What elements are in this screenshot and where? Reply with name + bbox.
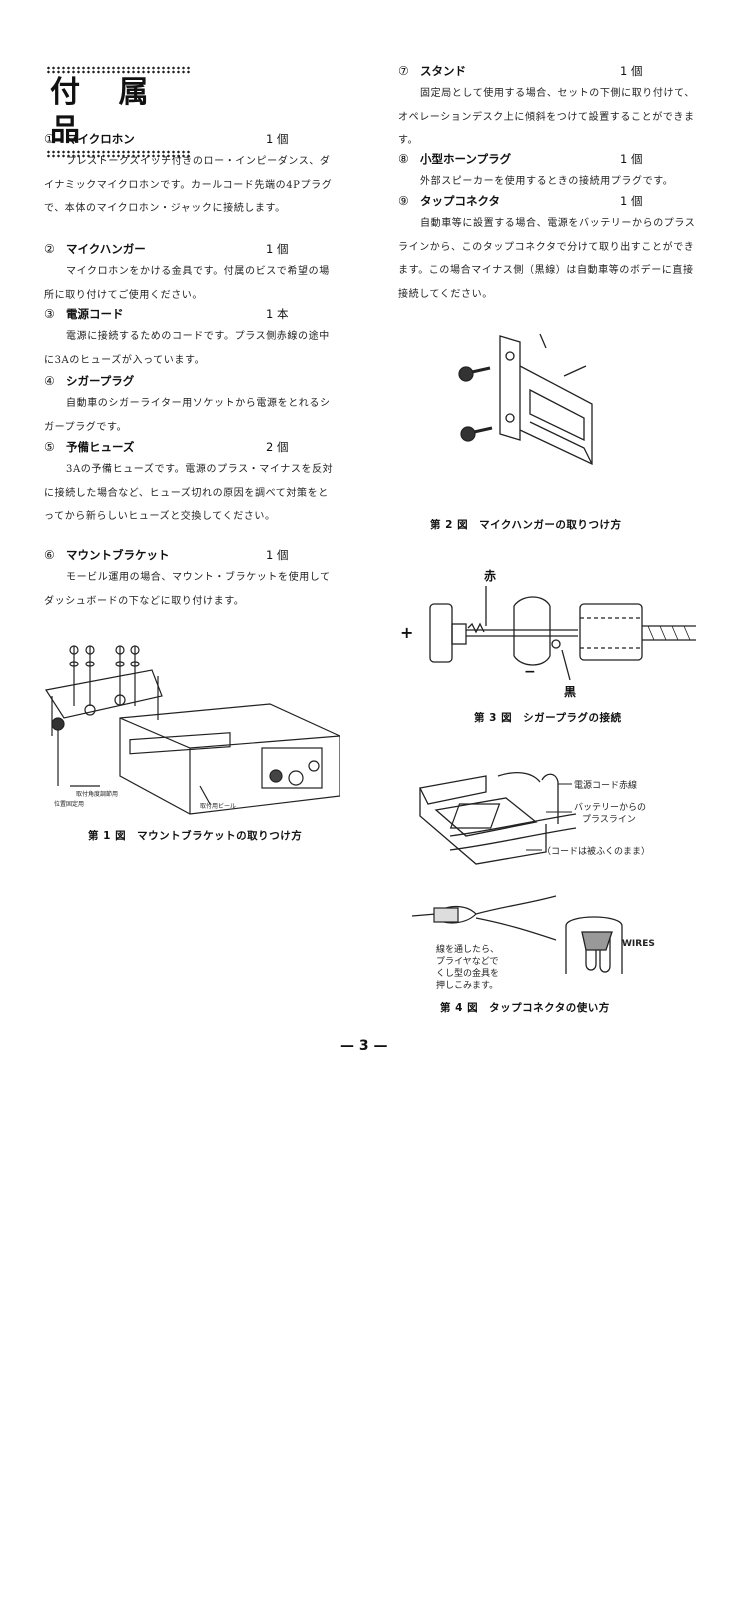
item-name: マイクロホン bbox=[66, 132, 135, 146]
fig4-note-line: 押しこみます。 bbox=[436, 979, 498, 991]
figure-cigar-plug: 赤 + − 黒 bbox=[400, 568, 696, 698]
item-name: マイクハンガー bbox=[66, 242, 146, 256]
item-name: タップコネクタ bbox=[420, 194, 501, 208]
item-name: スタンド bbox=[420, 64, 466, 78]
item-horn-plug: ⑧ 小型ホーンプラグ 1 個 外部スピーカーを使用するときの接続用プラグです。 bbox=[398, 150, 698, 194]
item-description: 自動車等に設置する場合、電源をバッテリーからのプラスラインから、このタップコネク… bbox=[398, 218, 696, 300]
item-tap-connector: ⑨ タップコネクタ 1 個 自動車等に設置する場合、電源をバッテリーからのプラスライ… bbox=[398, 192, 698, 306]
item-spare-fuse: ⑤ 予備ヒューズ 2 個 3Aの予備ヒューズです。電源のプラス・マイナスを反対に接続… bbox=[44, 438, 334, 529]
fig2-caption: 第 2 図 マイクハンガーの取りつけ方 bbox=[430, 519, 622, 531]
fig4-caption: 第 4 図 タップコネクタの使い方 bbox=[440, 1002, 610, 1014]
item-number: ⑨ bbox=[398, 194, 409, 208]
item-stand: ⑦ スタンド 1 個 固定局として使用する場合、セットの下側に取り付けて、オペレーシ… bbox=[398, 62, 698, 153]
item-number: ④ bbox=[44, 374, 55, 388]
page-title: 付 属 品 bbox=[50, 75, 163, 148]
item-number: ② bbox=[44, 242, 55, 256]
item-qty: 1 個 bbox=[620, 194, 643, 208]
item-qty: 1 個 bbox=[266, 132, 289, 146]
item-mic-hanger: ② マイクハンガー 1 個 マイクロホンをかける金具です。付属のビスで希望の場所に取… bbox=[44, 240, 334, 307]
screw-icon bbox=[458, 366, 493, 442]
item-description: 電源に接続するためのコードです。プラス側赤線の途中に3Aのヒューズが入っています… bbox=[44, 331, 330, 366]
figure-mic-hanger bbox=[458, 333, 593, 466]
item-qty: 1 個 bbox=[620, 152, 643, 166]
item-qty: 1 本 bbox=[266, 307, 289, 321]
fig3-label-plus: + bbox=[400, 623, 413, 642]
item-description: プレストークスイッチ付きのロー・インピーダンス、ダイナミックマイクロホンです。カ… bbox=[44, 156, 333, 214]
item-name: 電源コード bbox=[66, 307, 124, 321]
fig3-label-black: 黒 bbox=[564, 685, 576, 698]
item-mount-bracket: ⑥ マウントブラケット 1 個 モービル運用の場合、マウント・ブラケットを使用してダ… bbox=[44, 546, 334, 613]
fig4-label-battery: バッテリーからの bbox=[574, 802, 646, 813]
item-number: ⑤ bbox=[44, 440, 55, 454]
item-qty: 1 個 bbox=[266, 242, 289, 256]
title-dot-border-top bbox=[46, 66, 192, 74]
fig3-label-minus: − bbox=[524, 664, 536, 680]
item-description: 自動車のシガーライター用ソケットから電源をとれるシガープラグです。 bbox=[44, 398, 331, 433]
item-description: 外部スピーカーを使用するときの接続用プラグです。 bbox=[420, 176, 674, 187]
fig4-note-line: プライヤなどで bbox=[436, 956, 499, 967]
figure-mount-bracket: 取付角度調節用 位置固定用 取付用ビール bbox=[45, 645, 340, 815]
screw-stack-icon bbox=[69, 645, 140, 706]
item-microphone: ① マイクロホン 1 個 プレストークスイッチ付きのロー・インピーダンス、ダイナミッ… bbox=[44, 130, 334, 221]
item-number: ⑦ bbox=[398, 64, 409, 78]
fig3-label-red: 赤 bbox=[484, 568, 496, 583]
fig1-caption: 第 1 図 マウントブラケットの取りつけ方 bbox=[88, 830, 303, 842]
item-description: 固定局として使用する場合、セットの下側に取り付けて、オペレーションデスク上に傾斜… bbox=[398, 88, 695, 146]
fig4-label-sheathed: （コードは被ふくのまま） bbox=[542, 845, 650, 857]
title-dot-border-bottom bbox=[46, 150, 192, 158]
item-power-cord: ③ 電源コード 1 本 電源に接続するためのコードです。プラス側赤線の途中に3Aのヒ… bbox=[44, 305, 334, 372]
item-name: マウントブラケット bbox=[66, 548, 170, 562]
fig4-note-line: 線を通したら、 bbox=[436, 943, 499, 955]
item-number: ① bbox=[44, 132, 55, 146]
item-name: シガープラグ bbox=[66, 374, 135, 388]
fig4-note-line: くし型の金具を bbox=[436, 967, 499, 979]
item-qty: 1 個 bbox=[266, 548, 289, 562]
fig1-label-position: 位置固定用 bbox=[54, 800, 84, 808]
figure-tap-connector: 電源コード赤線 バッテリーからの プラスライン （コードは被ふくのまま） 線を通… bbox=[411, 771, 655, 991]
fig3-caption: 第 3 図 シガープラグの接続 bbox=[474, 712, 622, 724]
wires-view-icon bbox=[565, 916, 623, 974]
item-description: モービル運用の場合、マウント・ブラケットを使用してダッシュボードの下などに取り付… bbox=[44, 572, 331, 607]
item-description: マイクロホンをかける金具です。付属のビスで希望の場所に取り付けてご使用ください。 bbox=[44, 266, 330, 301]
item-number: ⑧ bbox=[398, 152, 409, 166]
pliers-icon bbox=[411, 895, 557, 941]
section-title-box: 付 属 品 bbox=[46, 66, 192, 158]
fig4-label-plus-line: プラスライン bbox=[582, 814, 636, 825]
item-qty: 1 個 bbox=[620, 64, 643, 78]
item-name: 予備ヒューズ bbox=[66, 440, 135, 454]
fig4-wires-label: WIRES bbox=[622, 939, 655, 949]
item-name: 小型ホーンプラグ bbox=[420, 152, 512, 166]
item-number: ③ bbox=[44, 307, 55, 321]
fig1-label-angle: 取付角度調節用 bbox=[76, 790, 118, 798]
fig1-label-mount: 取付用ビール bbox=[200, 802, 236, 810]
fig4-label-red-wire: 電源コード赤線 bbox=[574, 779, 637, 791]
item-number: ⑥ bbox=[44, 548, 55, 562]
item-qty: 2 個 bbox=[266, 440, 289, 454]
page-number: — 3 — bbox=[340, 1038, 388, 1054]
item-cigar-plug: ④ シガープラグ 自動車のシガーライター用ソケットから電源をとれるシガープラグです… bbox=[44, 372, 334, 439]
item-description: 3Aの予備ヒューズです。電源のプラス・マイナスを反対に接続した場合など、ヒューズ… bbox=[44, 464, 334, 522]
